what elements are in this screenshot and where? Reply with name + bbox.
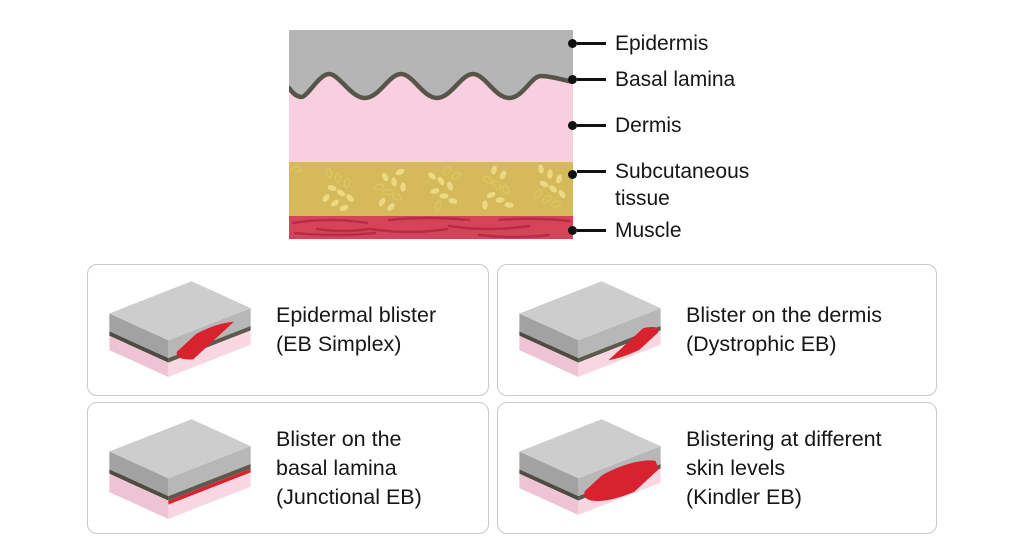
label-basal-lamina: Basal lamina [568,66,735,93]
connector-line [577,42,606,45]
basal-lamina-line [289,71,573,101]
label-dermis: Dermis [568,112,682,139]
label-epidermis: Epidermis [568,30,708,57]
card-title: Epidermal blister (EB Simplex) [276,303,437,356]
label-text: Subcutaneous tissue [615,160,750,210]
skin-layers-illustration [289,30,573,239]
label-muscle: Muscle [568,217,682,244]
card-title: Blister on the basal lamina (Junctional … [276,426,422,509]
epidermis-layer [289,30,573,98]
label-text: Epidermis [615,32,709,55]
muscle-fibers-texture [291,216,572,239]
connector-line [577,124,606,127]
card-title: Blister on the dermis (Dystrophic EB) [686,303,882,356]
connector-line [577,78,606,81]
card-kindler-eb: Blistering at different skin levels (Kin… [497,402,937,534]
card-dystrophic-eb: Blister on the dermis (Dystrophic EB) [497,264,937,396]
connector-line [577,229,606,232]
label-text: Dermis [615,114,682,137]
label-text: Muscle [615,219,682,242]
card-junctional-eb: Blister on the basal lamina (Junctional … [87,402,489,534]
label-text: Basal lamina [615,68,736,91]
fat-cells-texture [291,164,566,212]
connector-dot [568,226,577,235]
card-title: Blistering at different skin levels (Kin… [686,426,882,509]
connector-dot [568,121,577,130]
connector-dot [568,170,577,179]
card-eb-simplex: Epidermal blister (EB Simplex) [87,264,489,396]
skin-block-multilevel-blister [519,419,664,515]
label-subcutaneous-tissue: Subcutaneous tissue [568,158,780,212]
skin-block-basal-lamina-blister [109,419,251,519]
connector-dot [568,75,577,84]
connector-line [577,170,606,173]
skin-block-dermal-blister [519,281,662,377]
skin-block-epidermal-blister [109,281,251,377]
connector-dot [568,39,577,48]
